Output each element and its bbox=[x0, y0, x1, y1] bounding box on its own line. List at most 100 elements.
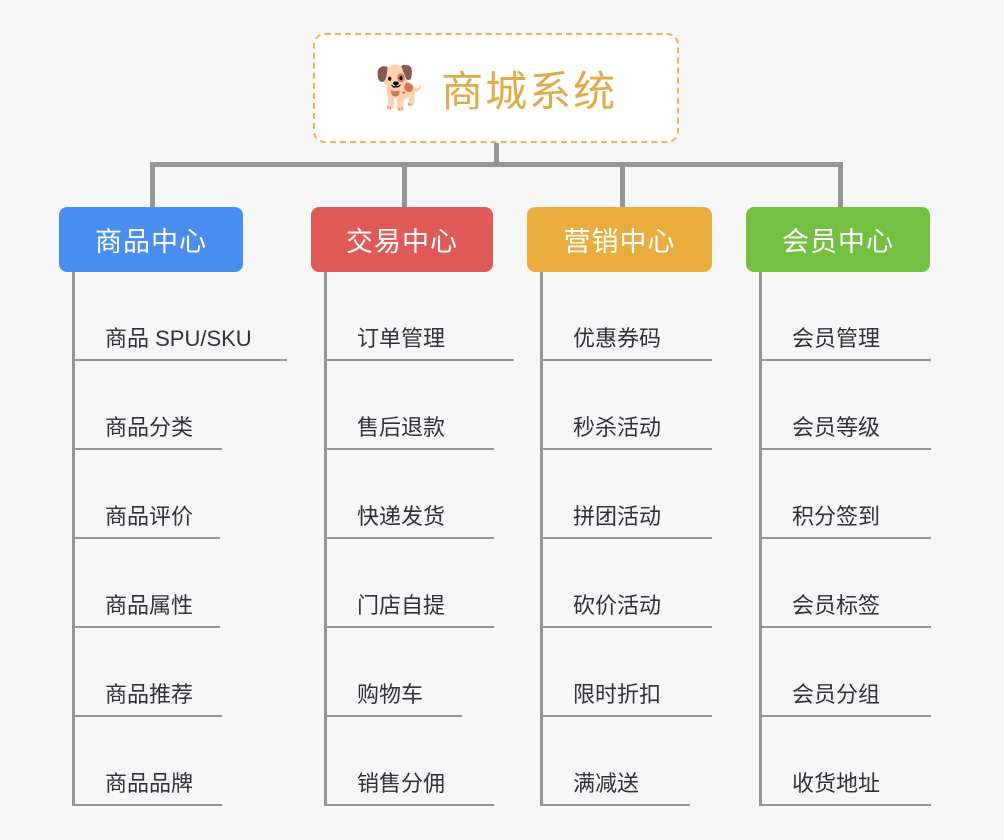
branch-item[interactable]: 拼团活动 bbox=[527, 450, 712, 539]
connector-drop-1 bbox=[150, 162, 155, 209]
branch-item-list: 会员管理会员等级积分签到会员标签会员分组收货地址 bbox=[746, 272, 931, 806]
branch-item-rule bbox=[540, 537, 712, 539]
branch-item[interactable]: 商品分类 bbox=[59, 361, 243, 450]
branch-header[interactable]: 商品中心 bbox=[59, 207, 243, 272]
branch-item-label: 快递发货 bbox=[357, 504, 446, 529]
branch-item-label: 商品分类 bbox=[105, 415, 194, 440]
branch-item[interactable]: 优惠券码 bbox=[527, 272, 712, 361]
branch-item-rule bbox=[72, 626, 220, 628]
connector-drop-4 bbox=[838, 162, 843, 209]
branch-item[interactable]: 会员等级 bbox=[746, 361, 931, 450]
branch-item-rule bbox=[72, 359, 287, 361]
branch-item-list: 优惠券码秒杀活动拼团活动砍价活动限时折扣满减送 bbox=[527, 272, 712, 806]
branch-item-label: 优惠券码 bbox=[573, 326, 662, 351]
branch-item-label: 积分签到 bbox=[792, 504, 881, 529]
branch-item-label: 会员标签 bbox=[792, 593, 881, 618]
branch-header[interactable]: 营销中心 bbox=[527, 207, 712, 272]
branch-item-rule bbox=[324, 448, 494, 450]
branch-item-rule bbox=[324, 804, 494, 806]
branch-item[interactable]: 满减送 bbox=[527, 717, 712, 806]
branch-item-list: 商品 SPU/SKU 商品分类商品评价商品属性商品推荐商品品牌 bbox=[59, 272, 287, 806]
branch-item[interactable]: 会员标签 bbox=[746, 539, 931, 628]
branch-item-rule bbox=[324, 626, 494, 628]
branch-trunk-line bbox=[759, 272, 762, 806]
branch-item-rule bbox=[72, 537, 220, 539]
connector-drop-2 bbox=[402, 162, 407, 209]
branch-item-rule bbox=[540, 804, 690, 806]
branch-item-rule bbox=[540, 359, 712, 361]
branch-item-rule bbox=[540, 626, 712, 628]
branch-column-trade: 交易中心订单管理售后退款快递发货门店自提购物车销售分佣 bbox=[311, 207, 514, 806]
branch-item-rule bbox=[72, 804, 222, 806]
branch-item-label: 销售分佣 bbox=[357, 771, 446, 796]
branch-item[interactable]: 快递发货 bbox=[311, 450, 494, 539]
shiba-dog-emoji: 🐕 bbox=[374, 64, 428, 111]
branch-item[interactable]: 商品推荐 bbox=[59, 628, 243, 717]
branch-header-label: 会员中心 bbox=[782, 227, 894, 257]
branch-item-label: 门店自提 bbox=[357, 593, 446, 618]
branch-item[interactable]: 砍价活动 bbox=[527, 539, 712, 628]
branch-item[interactable]: 积分签到 bbox=[746, 450, 931, 539]
branch-item-label: 会员等级 bbox=[792, 415, 881, 440]
branch-item-rule bbox=[759, 626, 931, 628]
branch-item-label: 购物车 bbox=[357, 682, 424, 707]
branch-item-rule bbox=[540, 715, 712, 717]
branch-trunk-line bbox=[72, 272, 75, 806]
branch-item-rule bbox=[759, 448, 931, 450]
branch-trunk-line bbox=[324, 272, 327, 806]
branch-item[interactable]: 会员分组 bbox=[746, 628, 931, 717]
branch-item[interactable]: 收货地址 bbox=[746, 717, 931, 806]
branch-item[interactable]: 销售分佣 bbox=[311, 717, 494, 806]
branch-item[interactable]: 商品 SPU/SKU bbox=[59, 272, 287, 361]
branch-header-label: 商品中心 bbox=[95, 227, 207, 257]
branch-item-label: 售后退款 bbox=[357, 415, 446, 440]
branch-header-label: 交易中心 bbox=[346, 227, 458, 257]
branch-item[interactable]: 购物车 bbox=[311, 628, 493, 717]
branch-item-rule bbox=[759, 537, 931, 539]
branch-item[interactable]: 会员管理 bbox=[746, 272, 931, 361]
branch-trunk-line bbox=[540, 272, 543, 806]
branch-item-label: 商品品牌 bbox=[105, 771, 194, 796]
branch-item-rule bbox=[759, 804, 931, 806]
branch-item-label: 商品 SPU/SKU bbox=[105, 326, 252, 351]
branch-item-label: 收货地址 bbox=[792, 771, 881, 796]
root-node[interactable]: 🐕 商城系统 bbox=[313, 33, 679, 143]
branch-item-rule bbox=[324, 537, 494, 539]
connector-horizontal-bus bbox=[150, 162, 843, 167]
branch-item-list: 订单管理售后退款快递发货门店自提购物车销售分佣 bbox=[311, 272, 514, 806]
branch-item[interactable]: 订单管理 bbox=[311, 272, 514, 361]
branch-item[interactable]: 售后退款 bbox=[311, 361, 494, 450]
branch-item-rule bbox=[72, 715, 222, 717]
branch-item-label: 会员分组 bbox=[792, 682, 881, 707]
branch-item-rule bbox=[759, 715, 931, 717]
branch-item[interactable]: 商品属性 bbox=[59, 539, 243, 628]
branch-item-label: 砍价活动 bbox=[573, 593, 662, 618]
branch-header[interactable]: 会员中心 bbox=[746, 207, 930, 272]
branch-item-rule bbox=[540, 448, 712, 450]
branch-column-marketing: 营销中心优惠券码秒杀活动拼团活动砍价活动限时折扣满减送 bbox=[527, 207, 712, 806]
branch-item[interactable]: 商品评价 bbox=[59, 450, 243, 539]
branch-item-rule bbox=[324, 359, 514, 361]
branch-item-label: 商品属性 bbox=[105, 593, 194, 618]
branch-item-label: 订单管理 bbox=[357, 326, 446, 351]
branch-item-rule bbox=[72, 448, 222, 450]
branch-column-member: 会员中心会员管理会员等级积分签到会员标签会员分组收货地址 bbox=[746, 207, 931, 806]
branch-item[interactable]: 限时折扣 bbox=[527, 628, 712, 717]
connector-drop-3 bbox=[620, 162, 625, 209]
branch-item-label: 拼团活动 bbox=[573, 504, 662, 529]
branch-item-label: 会员管理 bbox=[792, 326, 881, 351]
branch-item-rule bbox=[759, 359, 931, 361]
branch-item-label: 秒杀活动 bbox=[573, 415, 662, 440]
branch-item-rule bbox=[324, 715, 462, 717]
branch-item-label: 限时折扣 bbox=[573, 682, 662, 707]
branch-header[interactable]: 交易中心 bbox=[311, 207, 493, 272]
branch-item[interactable]: 秒杀活动 bbox=[527, 361, 712, 450]
branch-item[interactable]: 商品品牌 bbox=[59, 717, 243, 806]
branch-item-label: 满减送 bbox=[573, 771, 640, 796]
root-node-title: 商城系统 bbox=[441, 67, 618, 115]
branch-item-label: 商品评价 bbox=[105, 504, 194, 529]
branch-item[interactable]: 门店自提 bbox=[311, 539, 494, 628]
branch-column-product: 商品中心商品 SPU/SKU 商品分类商品评价商品属性商品推荐商品品牌 bbox=[59, 207, 287, 806]
connector-root-stem bbox=[494, 143, 499, 164]
